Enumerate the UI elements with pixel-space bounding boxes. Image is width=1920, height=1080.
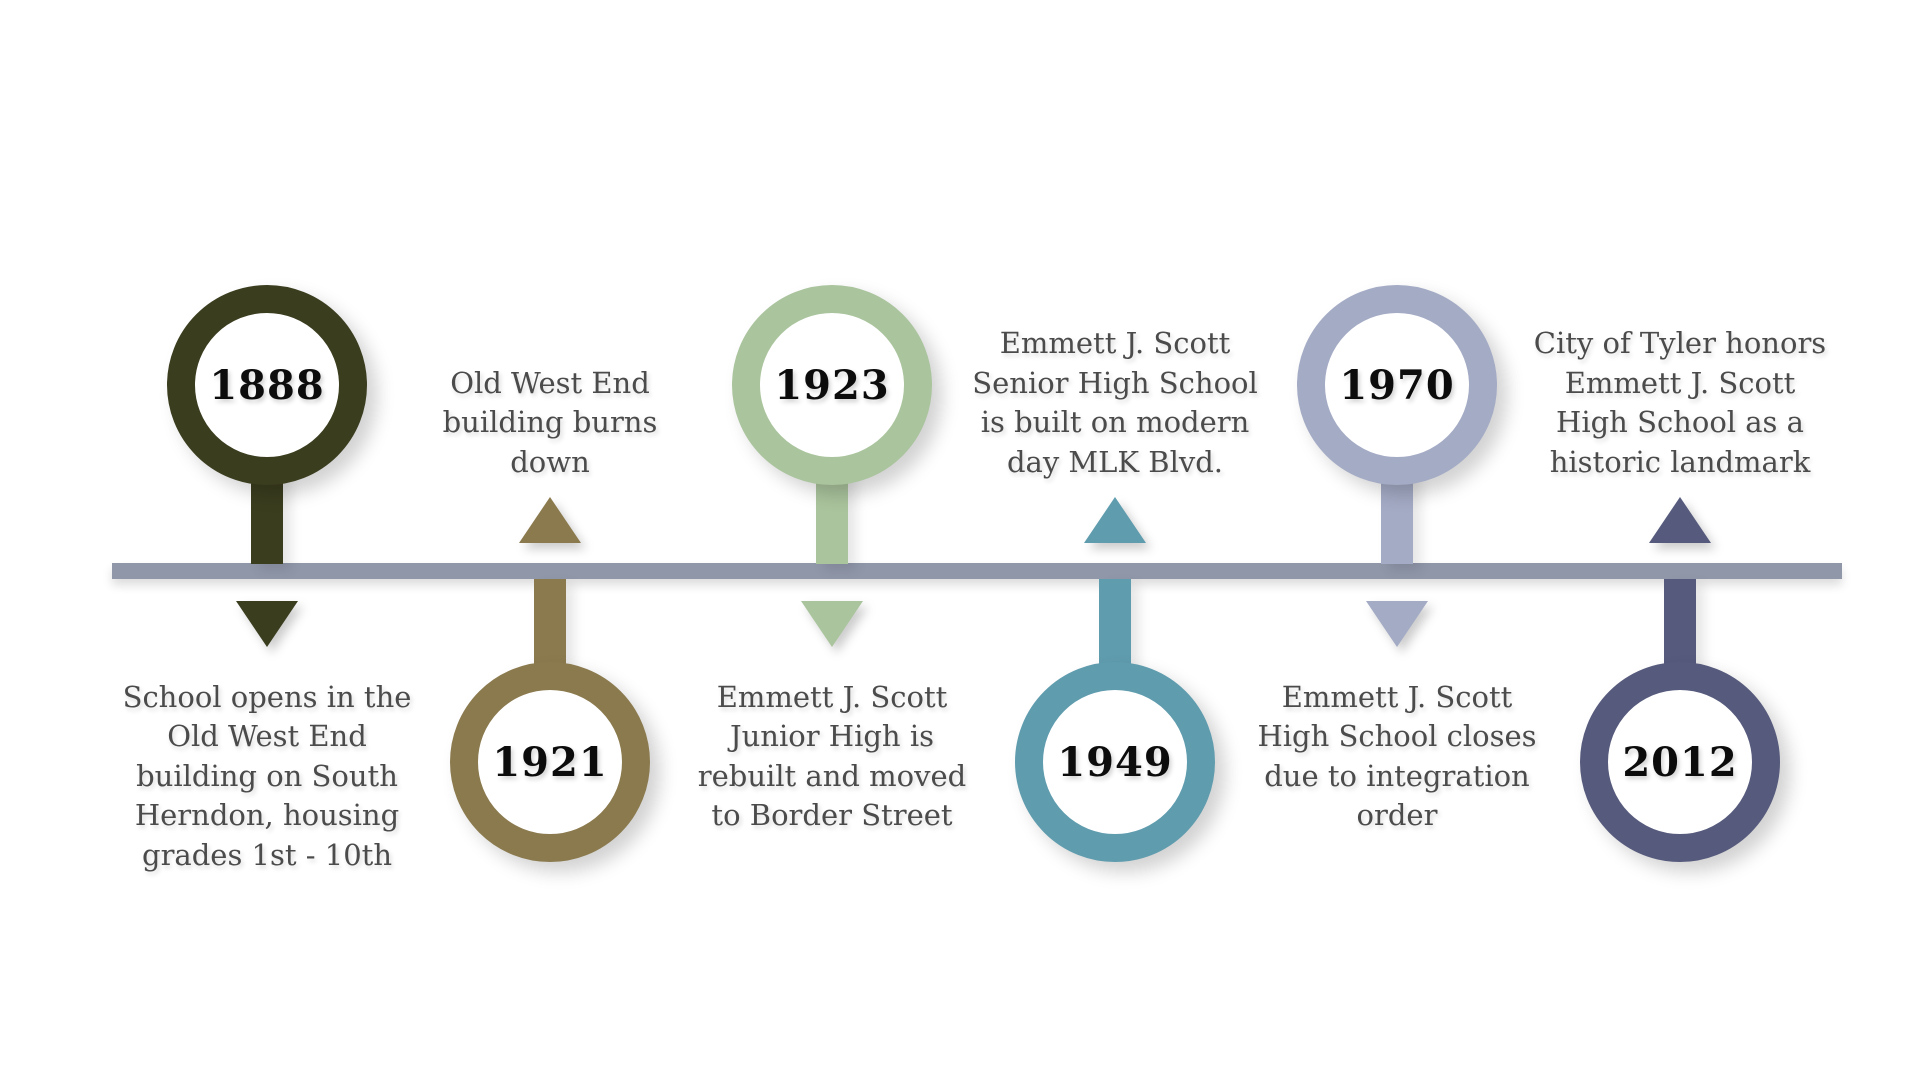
timeline-event-1923: 1923 Emmett J. Scott Junior High is rebu… bbox=[672, 0, 992, 1080]
timeline-axis bbox=[112, 563, 1842, 579]
event-description: Emmett J. Scott Junior High is rebuilt a… bbox=[697, 680, 967, 833]
event-description: School opens in the Old West End buildin… bbox=[122, 680, 412, 872]
year-label: 1923 bbox=[774, 361, 890, 409]
arrow-down-icon bbox=[801, 601, 863, 647]
year-circle: 1888 bbox=[167, 285, 367, 485]
connector-stem bbox=[534, 579, 566, 671]
event-description: Old West End building burns down bbox=[442, 365, 658, 479]
year-circle: 1921 bbox=[450, 662, 650, 862]
year-circle: 1949 bbox=[1015, 662, 1215, 862]
year-label: 1949 bbox=[1057, 738, 1173, 786]
timeline-event-1970: 1970 Emmett J. Scott High School closes … bbox=[1237, 0, 1557, 1080]
arrow-down-icon bbox=[236, 601, 298, 647]
timeline-event-2012: City of Tyler honors Emmett J. Scott Hig… bbox=[1520, 0, 1840, 1080]
timeline-event-1888: 1888 School opens in the Old West End bu… bbox=[107, 0, 427, 1080]
year-label: 1888 bbox=[209, 361, 325, 409]
year-label: 1970 bbox=[1339, 361, 1455, 409]
year-circle: 1923 bbox=[732, 285, 932, 485]
connector-stem bbox=[1099, 579, 1131, 671]
timeline-event-1949: Emmett J. Scott Senior High School is bu… bbox=[955, 0, 1275, 1080]
year-label: 1921 bbox=[492, 738, 608, 786]
arrow-up-icon bbox=[519, 497, 581, 543]
event-description: City of Tyler honors Emmett J. Scott Hig… bbox=[1533, 326, 1827, 479]
year-circle: 2012 bbox=[1580, 662, 1780, 862]
connector-stem bbox=[1664, 579, 1696, 671]
timeline-event-1921: Old West End building burns down 1921 bbox=[390, 0, 710, 1080]
arrow-up-icon bbox=[1649, 497, 1711, 543]
arrow-down-icon bbox=[1366, 601, 1428, 647]
arrow-up-icon bbox=[1084, 497, 1146, 543]
event-description: Emmett J. Scott High School closes due t… bbox=[1257, 680, 1537, 833]
event-description: Emmett J. Scott Senior High School is bu… bbox=[972, 326, 1258, 479]
year-circle: 1970 bbox=[1297, 285, 1497, 485]
year-label: 2012 bbox=[1622, 738, 1738, 786]
